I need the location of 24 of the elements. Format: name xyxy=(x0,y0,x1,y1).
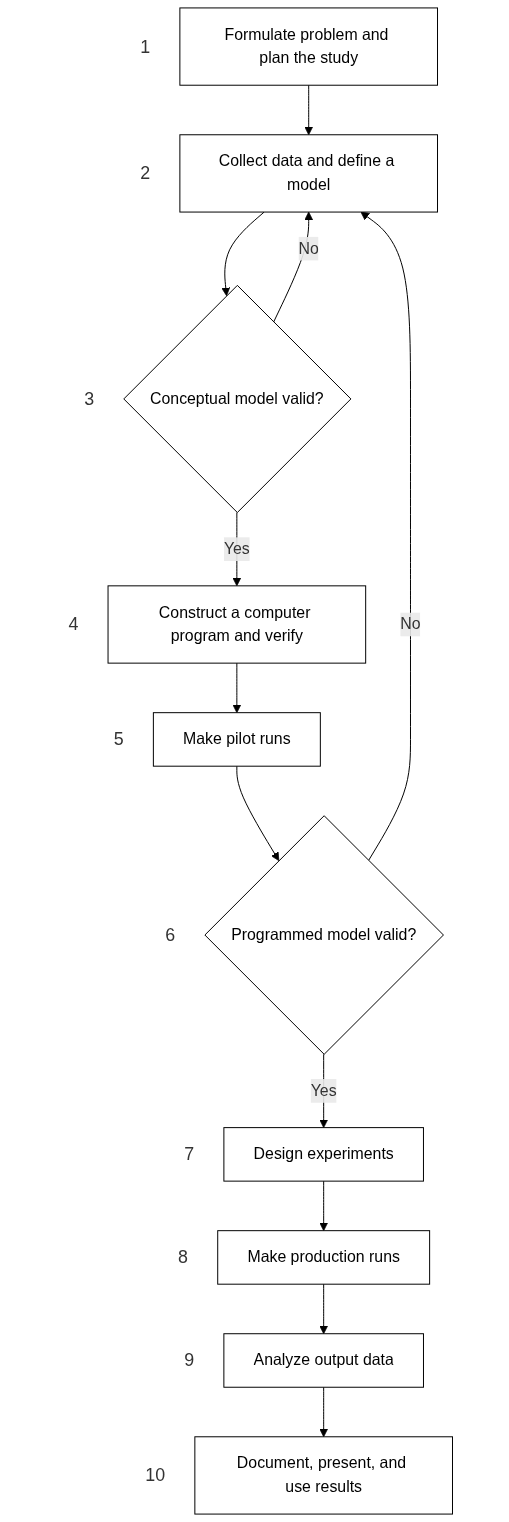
node-text: Make pilot runs xyxy=(183,729,291,750)
node-text: Construct a computer program and verify xyxy=(157,602,312,647)
step-number: 8 xyxy=(178,1247,188,1268)
edge-label: Yes xyxy=(310,1079,337,1103)
edge-label: No xyxy=(400,612,421,637)
node-text: Make production runs xyxy=(247,1247,400,1268)
step-number: 4 xyxy=(68,614,79,635)
step-number: 10 xyxy=(145,1465,166,1486)
step-number: 2 xyxy=(140,163,151,184)
node-text: Formulate problem and plan the study xyxy=(223,24,390,69)
node-text: Design experiments xyxy=(253,1144,394,1165)
node-text: Programmed model valid? xyxy=(231,925,417,945)
node-text: Collect data and define a model xyxy=(217,151,396,196)
node-text: Document, present, and use results xyxy=(235,1453,408,1498)
node-text: Analyze output data xyxy=(253,1350,394,1371)
step-number: 3 xyxy=(84,388,95,409)
edge-label: Yes xyxy=(223,537,250,562)
step-number: 9 xyxy=(184,1350,195,1371)
step-number: 5 xyxy=(113,729,124,750)
step-number: 6 xyxy=(165,924,176,945)
step-number: 7 xyxy=(184,1144,195,1165)
step-number: 1 xyxy=(140,36,151,57)
node-text: Conceptual model valid? xyxy=(150,389,324,409)
edge-label: No xyxy=(298,236,319,261)
